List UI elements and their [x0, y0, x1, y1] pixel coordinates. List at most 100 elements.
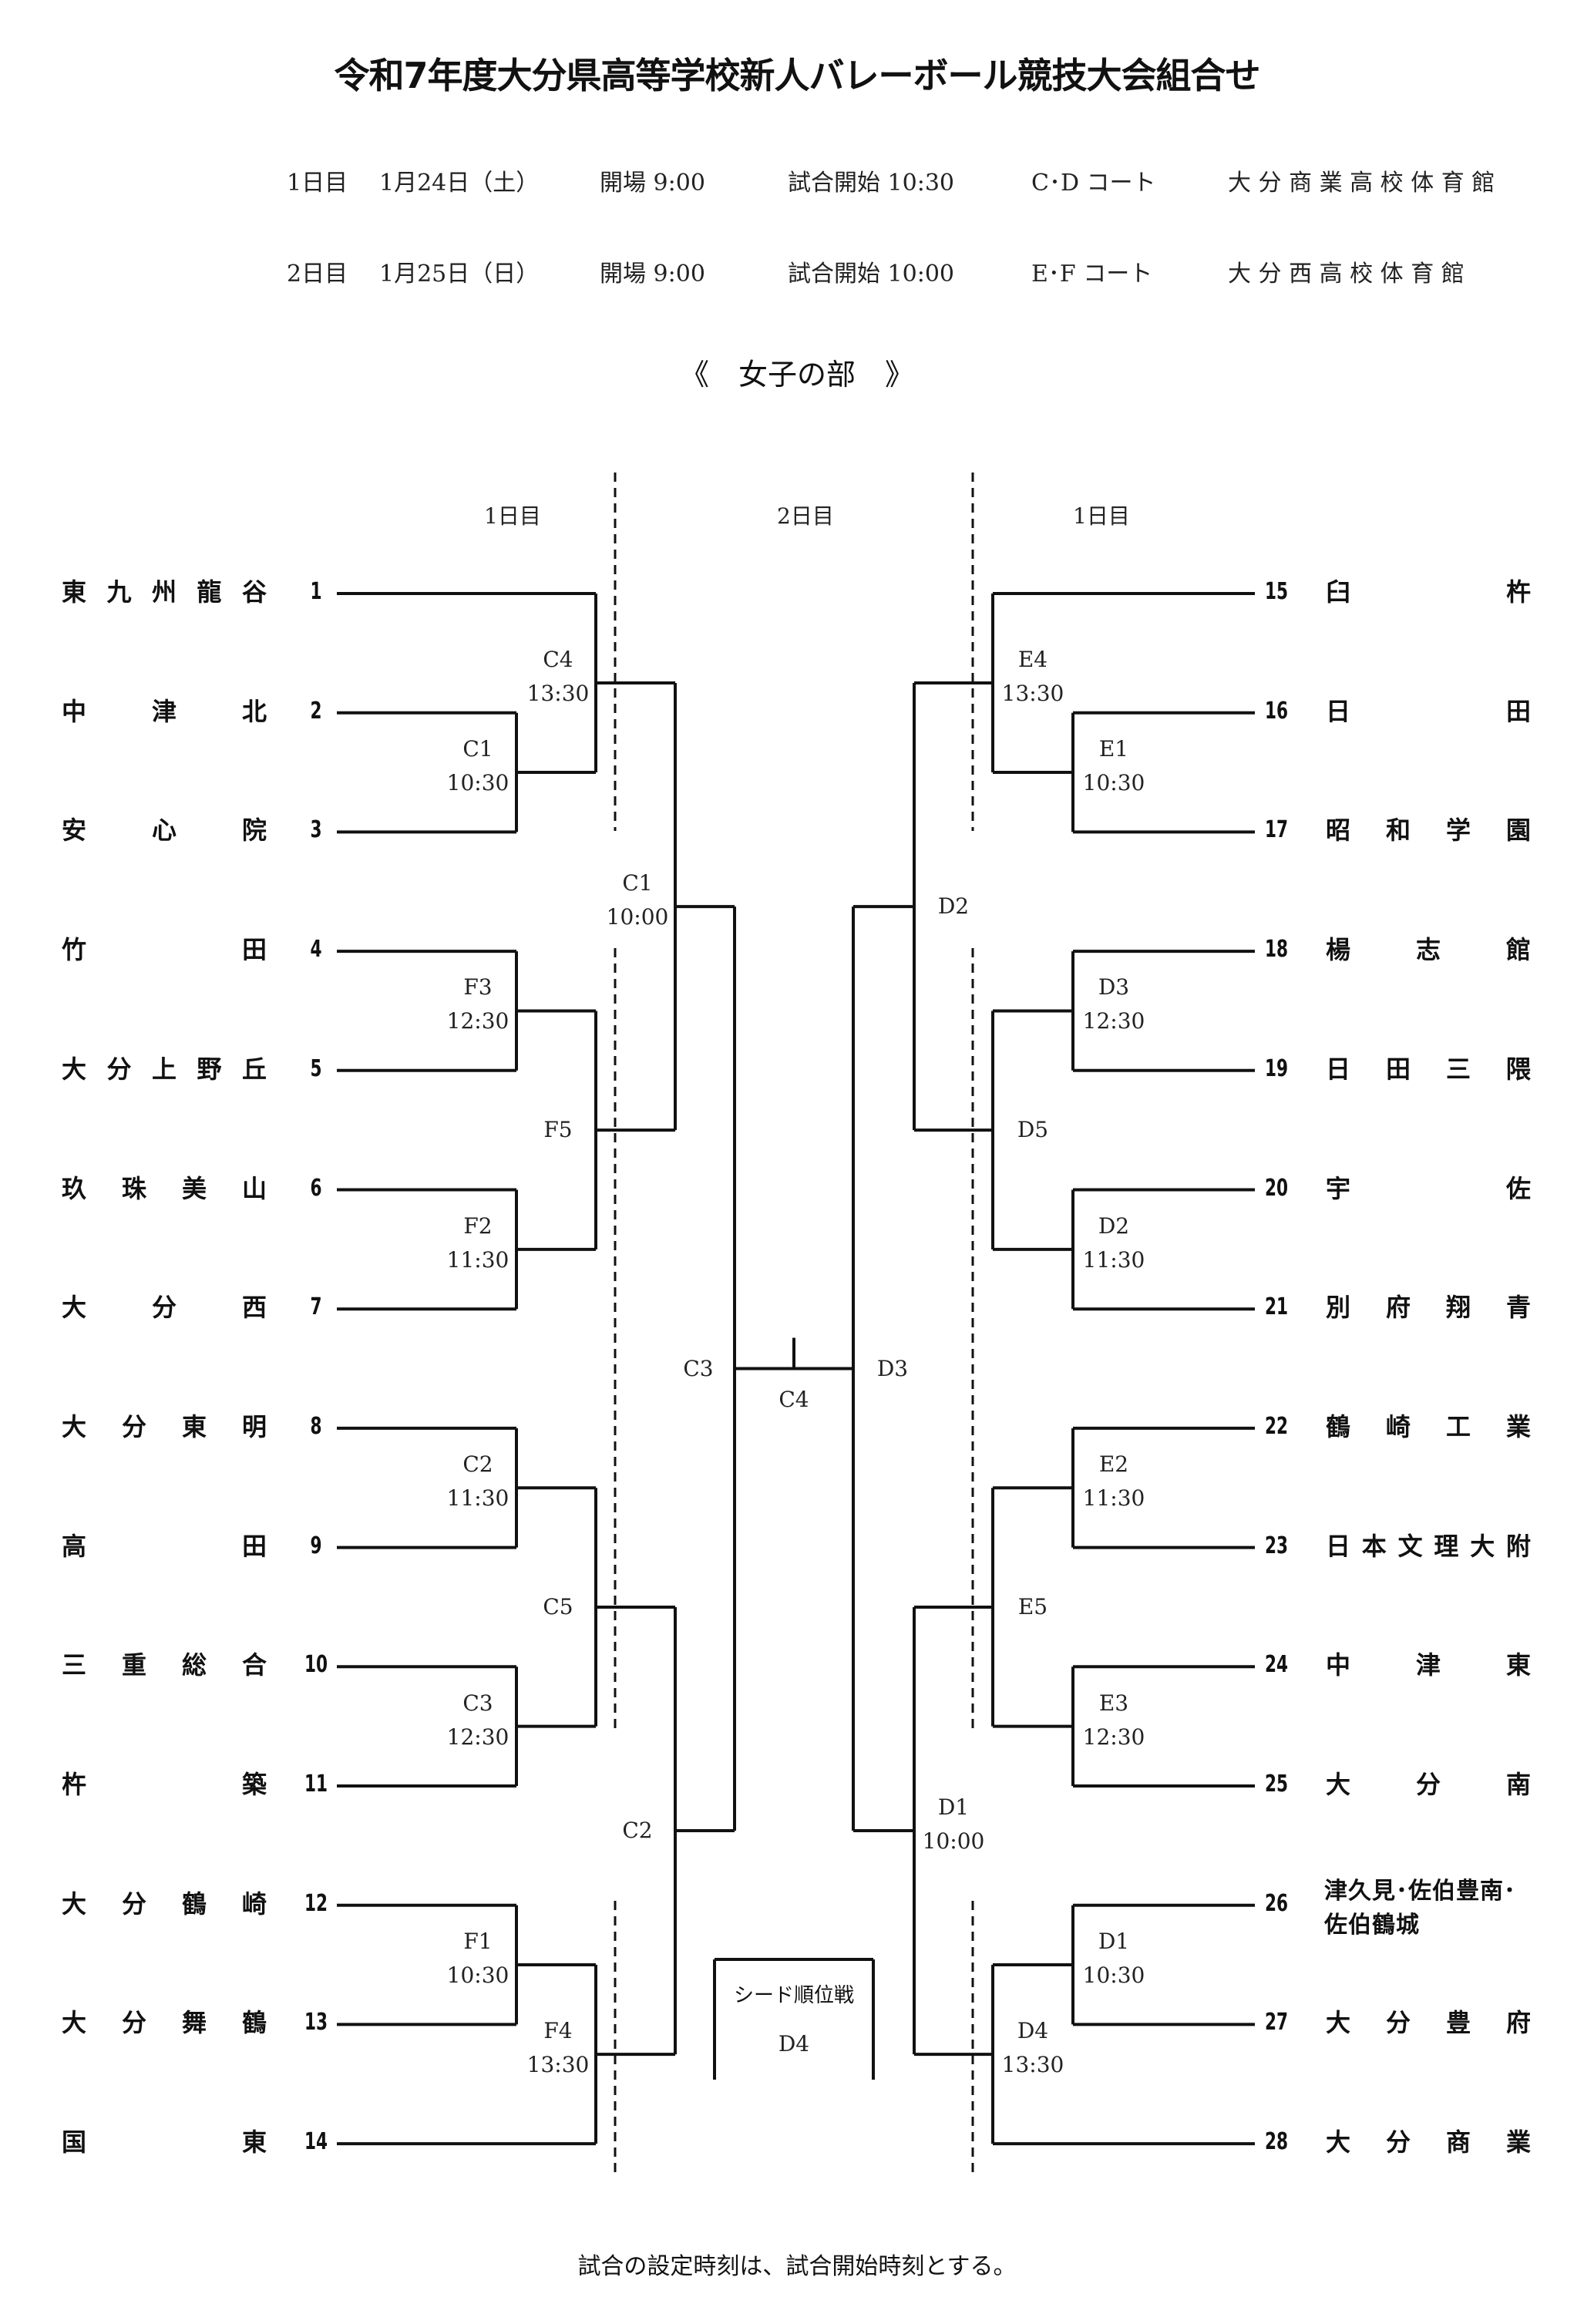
seed-number: 27 — [1264, 2009, 1289, 2036]
team-name-char: 南 — [1505, 1770, 1531, 1799]
team-name: 安心院 — [62, 815, 267, 846]
seed-number: 4 — [310, 936, 322, 964]
seed-number: 19 — [1264, 1054, 1289, 1082]
team-name-char: 田 — [241, 1531, 267, 1561]
team-name: 国東 — [62, 2127, 267, 2158]
match-id: E5 — [1017, 1593, 1048, 1619]
team-name-char: 昭 — [1326, 816, 1351, 846]
seed-number: 16 — [1264, 697, 1289, 725]
team-name: 大分西 — [62, 1292, 267, 1323]
schedule-day-2-venue: 大 分 西 高 校 体 育 館 — [1228, 261, 1465, 288]
team-name-char: 府 — [1505, 2008, 1531, 2038]
team-name-char: 鶴 — [241, 2008, 267, 2038]
schedule-day-1-day: 1日目 — [287, 170, 348, 197]
match-id: D1 — [937, 1794, 970, 1820]
match-id: C2 — [622, 1818, 653, 1843]
seed-number: 7 — [310, 1293, 322, 1321]
team-name: 楊志館 — [1326, 934, 1531, 965]
team-name-char: 別 — [1326, 1293, 1351, 1323]
team-name: 昭和学園 — [1326, 815, 1531, 846]
schedule-day-2-day: 2日目 — [287, 261, 348, 288]
team-name-char: 佐 — [1505, 1173, 1531, 1203]
seed-number: 28 — [1264, 2128, 1289, 2156]
team-name-char: 楊 — [1326, 935, 1351, 965]
team-name: 中津東 — [1326, 1650, 1531, 1680]
team-name-char: 本 — [1361, 1531, 1387, 1561]
team-name-char: 国 — [62, 2127, 87, 2158]
team-name-char: 業 — [1505, 2127, 1531, 2158]
match-id: E4 — [1017, 647, 1048, 673]
seed-number: 10 — [304, 1651, 328, 1679]
team-name-char: 重 — [121, 1650, 146, 1680]
team-name: 別府翔青 — [1326, 1292, 1531, 1323]
match-id: C3 — [462, 1690, 493, 1716]
team-name-char: 豊 — [1445, 2008, 1471, 2038]
team-name-char: 分 — [1385, 2008, 1411, 2038]
team-name: 日田 — [1326, 696, 1531, 727]
team-name-char: 東 — [62, 577, 87, 607]
day-label-right: 1日目 — [1073, 503, 1130, 529]
schedule-day-1-date: 1月24日（土） — [379, 170, 540, 197]
team-name-char: 業 — [1505, 1411, 1531, 1441]
team-name-char: 九 — [106, 577, 132, 607]
match-id: F2 — [463, 1212, 493, 1239]
team-name: 宇佐 — [1326, 1173, 1531, 1204]
match-time: 12:30 — [446, 1008, 509, 1034]
team-name: 大分舞鶴 — [62, 2007, 267, 2038]
schedule-day-2-courts: E･F コート — [1031, 261, 1153, 288]
day-label-left: 1日目 — [484, 503, 541, 529]
team-name: 鶴崎工業 — [1326, 1411, 1531, 1442]
team-name-char: 崎 — [1385, 1411, 1411, 1441]
team-name-char: 野 — [197, 1054, 222, 1084]
team-name-char: 大 — [62, 2008, 87, 2038]
team-name-char: 中 — [62, 696, 87, 726]
match-id: F5 — [543, 1117, 573, 1143]
team-name: 三重総合 — [62, 1650, 267, 1680]
team-name-char: 分 — [1415, 1770, 1441, 1799]
schedule-day-1-start: 試合開始 10:30 — [788, 170, 954, 197]
match-id: D3 — [876, 1355, 909, 1381]
team-name-char: 田 — [241, 935, 267, 965]
match-id: D5 — [1017, 1117, 1049, 1143]
team-name-char: 東 — [181, 1411, 207, 1441]
team-name-char: 隈 — [1505, 1054, 1531, 1084]
match-time: 12:30 — [1082, 1724, 1145, 1750]
team-name-char: 大 — [62, 1054, 87, 1084]
schedule-day-2-open: 開場 9:00 — [600, 261, 705, 288]
team-name-char: 東 — [1505, 1650, 1531, 1680]
seed-number: 15 — [1264, 578, 1289, 605]
seed-number: 18 — [1264, 936, 1289, 964]
team-name-char: 中 — [1326, 1650, 1351, 1680]
team-name-char: 臼 — [1326, 577, 1351, 607]
seed-number: 12 — [304, 1889, 328, 1917]
match-id: D2 — [937, 893, 970, 920]
team-name: 大分上野丘 — [62, 1054, 267, 1085]
team-name-char: 青 — [1505, 1293, 1531, 1323]
team-name-char: 日 — [1326, 1531, 1351, 1561]
team-name-char: 杵 — [1505, 577, 1531, 607]
match-time: 11:30 — [1082, 1246, 1145, 1273]
match-id: D3 — [1098, 974, 1130, 1001]
team-name-char: 安 — [62, 816, 87, 846]
match-id: D1 — [1098, 1929, 1130, 1955]
team-name-char: 津 — [151, 696, 177, 726]
match-time: 11:30 — [1082, 1485, 1145, 1512]
team-name-char: 舞 — [181, 2008, 207, 2038]
team-name-char: 三 — [1445, 1054, 1471, 1084]
team-name: 大分東明 — [62, 1411, 267, 1442]
team-name-char: 工 — [1445, 1411, 1471, 1441]
match-time: 13:30 — [1001, 681, 1064, 707]
seed-number: 20 — [1264, 1174, 1289, 1202]
team-name-char: 大 — [62, 1411, 87, 1441]
team-name: 中津北 — [62, 696, 267, 727]
seed-number: 25 — [1264, 1771, 1289, 1798]
team-name-char: 西 — [241, 1293, 267, 1323]
team-name: 杵築 — [62, 1769, 267, 1800]
team-name-char: 高 — [62, 1531, 87, 1561]
seed-number: 21 — [1264, 1293, 1289, 1321]
team-name-char: 田 — [1505, 696, 1531, 726]
seed-number: 2 — [310, 697, 322, 725]
team-name-char: 和 — [1385, 816, 1411, 846]
match-id: C5 — [543, 1593, 573, 1619]
seed-number: 3 — [310, 816, 322, 844]
